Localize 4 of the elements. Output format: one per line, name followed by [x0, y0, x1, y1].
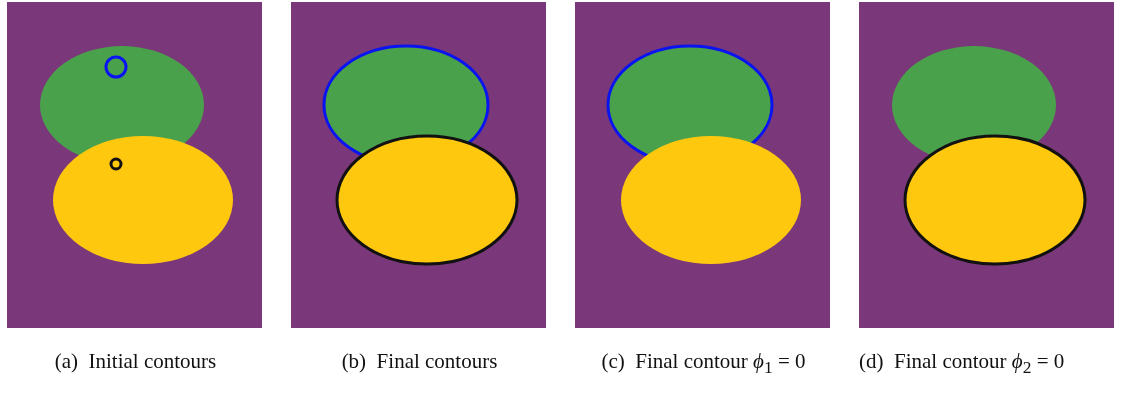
subfigure-caption: (a) Initial contours — [53, 348, 218, 375]
subfigure-caption: (c) Final contour ϕ$_{1}$ = 0 — [600, 348, 807, 380]
subfigure-caption: (b) Final contours — [340, 348, 499, 375]
subfigure-caption: (d) Final contour ϕ$_{2}$ = 0 — [859, 348, 1066, 380]
